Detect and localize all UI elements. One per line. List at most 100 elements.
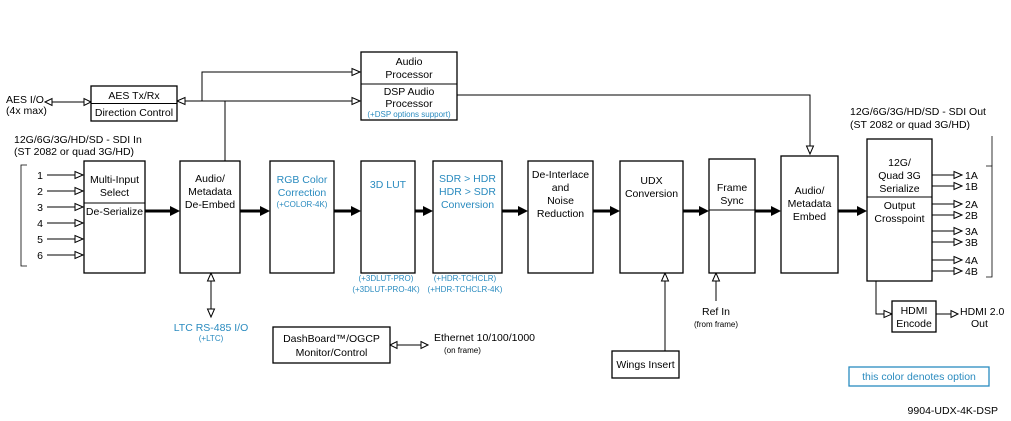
aes-io-left-arrow [43,97,53,107]
multi-input-block: Multi-Input Select De-Serialize [83,160,146,274]
aes-txrx-label: AES Tx/Rx [108,90,160,102]
hdr-option-1: (+HDR-TCHCLR) [434,274,497,283]
svg-text:Sync: Sync [720,195,743,207]
hdmi-encode-block: HDMI Encode [891,300,937,333]
output-2b-arrow [953,210,964,220]
aes-to-audio-processor-link [185,71,352,102]
input-1-arrow [74,170,85,180]
svg-text:Monitor/Control: Monitor/Control [296,347,368,359]
svg-text:12G/: 12G/ [888,157,911,169]
svg-text:3D LUT: 3D LUT [370,179,407,191]
aes-io-right-arrow [83,97,93,107]
input-2-arrow [74,186,85,196]
frame-sync-block: Frame Sync [708,158,756,274]
input-5-label: 5 [37,234,43,246]
ltc-label: LTC RS-485 I/O [174,322,249,334]
svg-text:Conversion: Conversion [441,199,494,211]
sdi-in-bracket [20,164,27,267]
sdi-in-standard-label: (ST 2082 or quad 3G/HD) [14,146,134,158]
ref-in-source-label: (from frame) [694,320,738,329]
svg-text:HDMI: HDMI [901,305,928,317]
legend-text: this color denotes option [862,371,976,383]
part-number: 9904-UDX-4K-DSP [908,405,998,417]
svg-text:RGB Color: RGB Color [277,174,328,186]
output-3b-label: 3B [965,237,978,249]
svg-text:DSP Audio: DSP Audio [384,86,435,98]
input-5-arrow [74,234,85,244]
output-2a-label: 2A [965,199,978,211]
output-2b-label: 2B [965,210,978,222]
svg-text:Multi-Input: Multi-Input [90,174,139,186]
svg-text:Encode: Encode [896,318,932,330]
input-2-label: 2 [37,186,43,198]
direction-control-label: Direction Control [95,107,173,119]
dsp-option-label: (+DSP options support) [367,110,451,119]
svg-text:Select: Select [100,187,129,199]
input-1-label: 1 [37,170,43,182]
svg-text:Audio/: Audio/ [195,173,225,185]
hdmi-out-label: HDMI 2.0 [960,306,1005,318]
output-1a-label: 1A [965,170,978,182]
output-1a-arrow [953,170,964,180]
output-2a-arrow [953,199,964,209]
hdr-option-2: (+HDR-TCHCLR-4K) [428,285,503,294]
ethernet-source-label: (on frame) [444,346,481,355]
output-1b-label: 1B [965,181,978,193]
output-4b-label: 4B [965,266,978,278]
svg-text:HDR > SDR: HDR > SDR [439,186,496,198]
input-3-arrow [74,202,85,212]
aes-io-label: AES I/O [6,94,44,106]
option-legend: this color denotes option [848,366,990,387]
output-4a-label: 4A [965,255,978,267]
svg-text:DashBoard™/OGCP: DashBoard™/OGCP [283,333,380,345]
svg-text:Embed: Embed [793,211,826,223]
svg-text:De-Interlace: De-Interlace [532,169,589,181]
input-4-label: 4 [37,218,43,230]
svg-text:Processor: Processor [385,69,433,81]
svg-text:Metadata: Metadata [188,186,232,198]
svg-text:Metadata: Metadata [788,198,832,210]
udx-conversion-block: UDX Conversion [619,160,684,274]
wings-insert-block: Wings Insert [611,350,680,379]
ethernet-label: Ethernet 10/100/1000 [434,332,535,344]
svg-text:Conversion: Conversion [625,188,678,200]
svg-text:Quad 3G: Quad 3G [878,170,921,182]
sdi-out-bracket [986,165,993,278]
svg-text:UDX: UDX [640,175,662,187]
svg-text:Noise: Noise [547,195,574,207]
lut-option-1: (+3DLUT-PRO) [359,274,414,283]
input-6-arrow [74,250,85,260]
3d-lut-block: 3D LUT [360,160,416,274]
sdi-out-standard-label: (ST 2082 or quad 3G/HD) [850,119,970,131]
embed-block: Audio/ Metadata Embed [780,155,839,274]
serialize-crosspoint-block: 12G/ Quad 3G Serialize Output Crosspoint [866,138,933,282]
svg-text:Reduction: Reduction [537,208,584,220]
svg-text:Wings Insert: Wings Insert [616,359,674,371]
aes-io-max-label: (4x max) [6,105,47,117]
svg-text:and: and [552,182,570,194]
svg-text:Frame: Frame [717,182,747,194]
svg-text:(+COLOR-4K): (+COLOR-4K) [277,200,328,209]
svg-text:Output: Output [884,200,916,212]
hdmi-out-sub-label: Out [971,318,988,330]
output-4b-arrow [953,266,964,276]
input-4-arrow [74,218,85,228]
processor-to-embed-link [457,94,811,146]
svg-text:Correction: Correction [278,187,327,199]
input-6-label: 6 [37,250,43,262]
connectors [20,67,993,351]
de-embed-block: Audio/ Metadata De-Embed [179,160,241,274]
hdmi-out-arrow [950,309,960,319]
sdi-in-label: 12G/6G/3G/HD/SD - SDI In [14,134,142,146]
lut-option-2: (+3DLUT-PRO-4K) [352,285,420,294]
svg-text:De-Serialize: De-Serialize [86,206,143,218]
sdi-out-label: 12G/6G/3G/HD/SD - SDI Out [850,106,986,118]
ltc-option-label: (+LTC) [199,334,224,343]
svg-text:Audio: Audio [396,56,423,68]
svg-text:SDR > HDR: SDR > HDR [439,173,496,185]
svg-text:De-Embed: De-Embed [185,199,235,211]
sdr-hdr-block: SDR > HDR HDR > SDR Conversion [432,160,503,274]
aes-txrx-block: AES Tx/Rx Direction Control [90,85,178,122]
output-1b-arrow [953,181,964,191]
svg-text:Audio/: Audio/ [795,185,825,197]
